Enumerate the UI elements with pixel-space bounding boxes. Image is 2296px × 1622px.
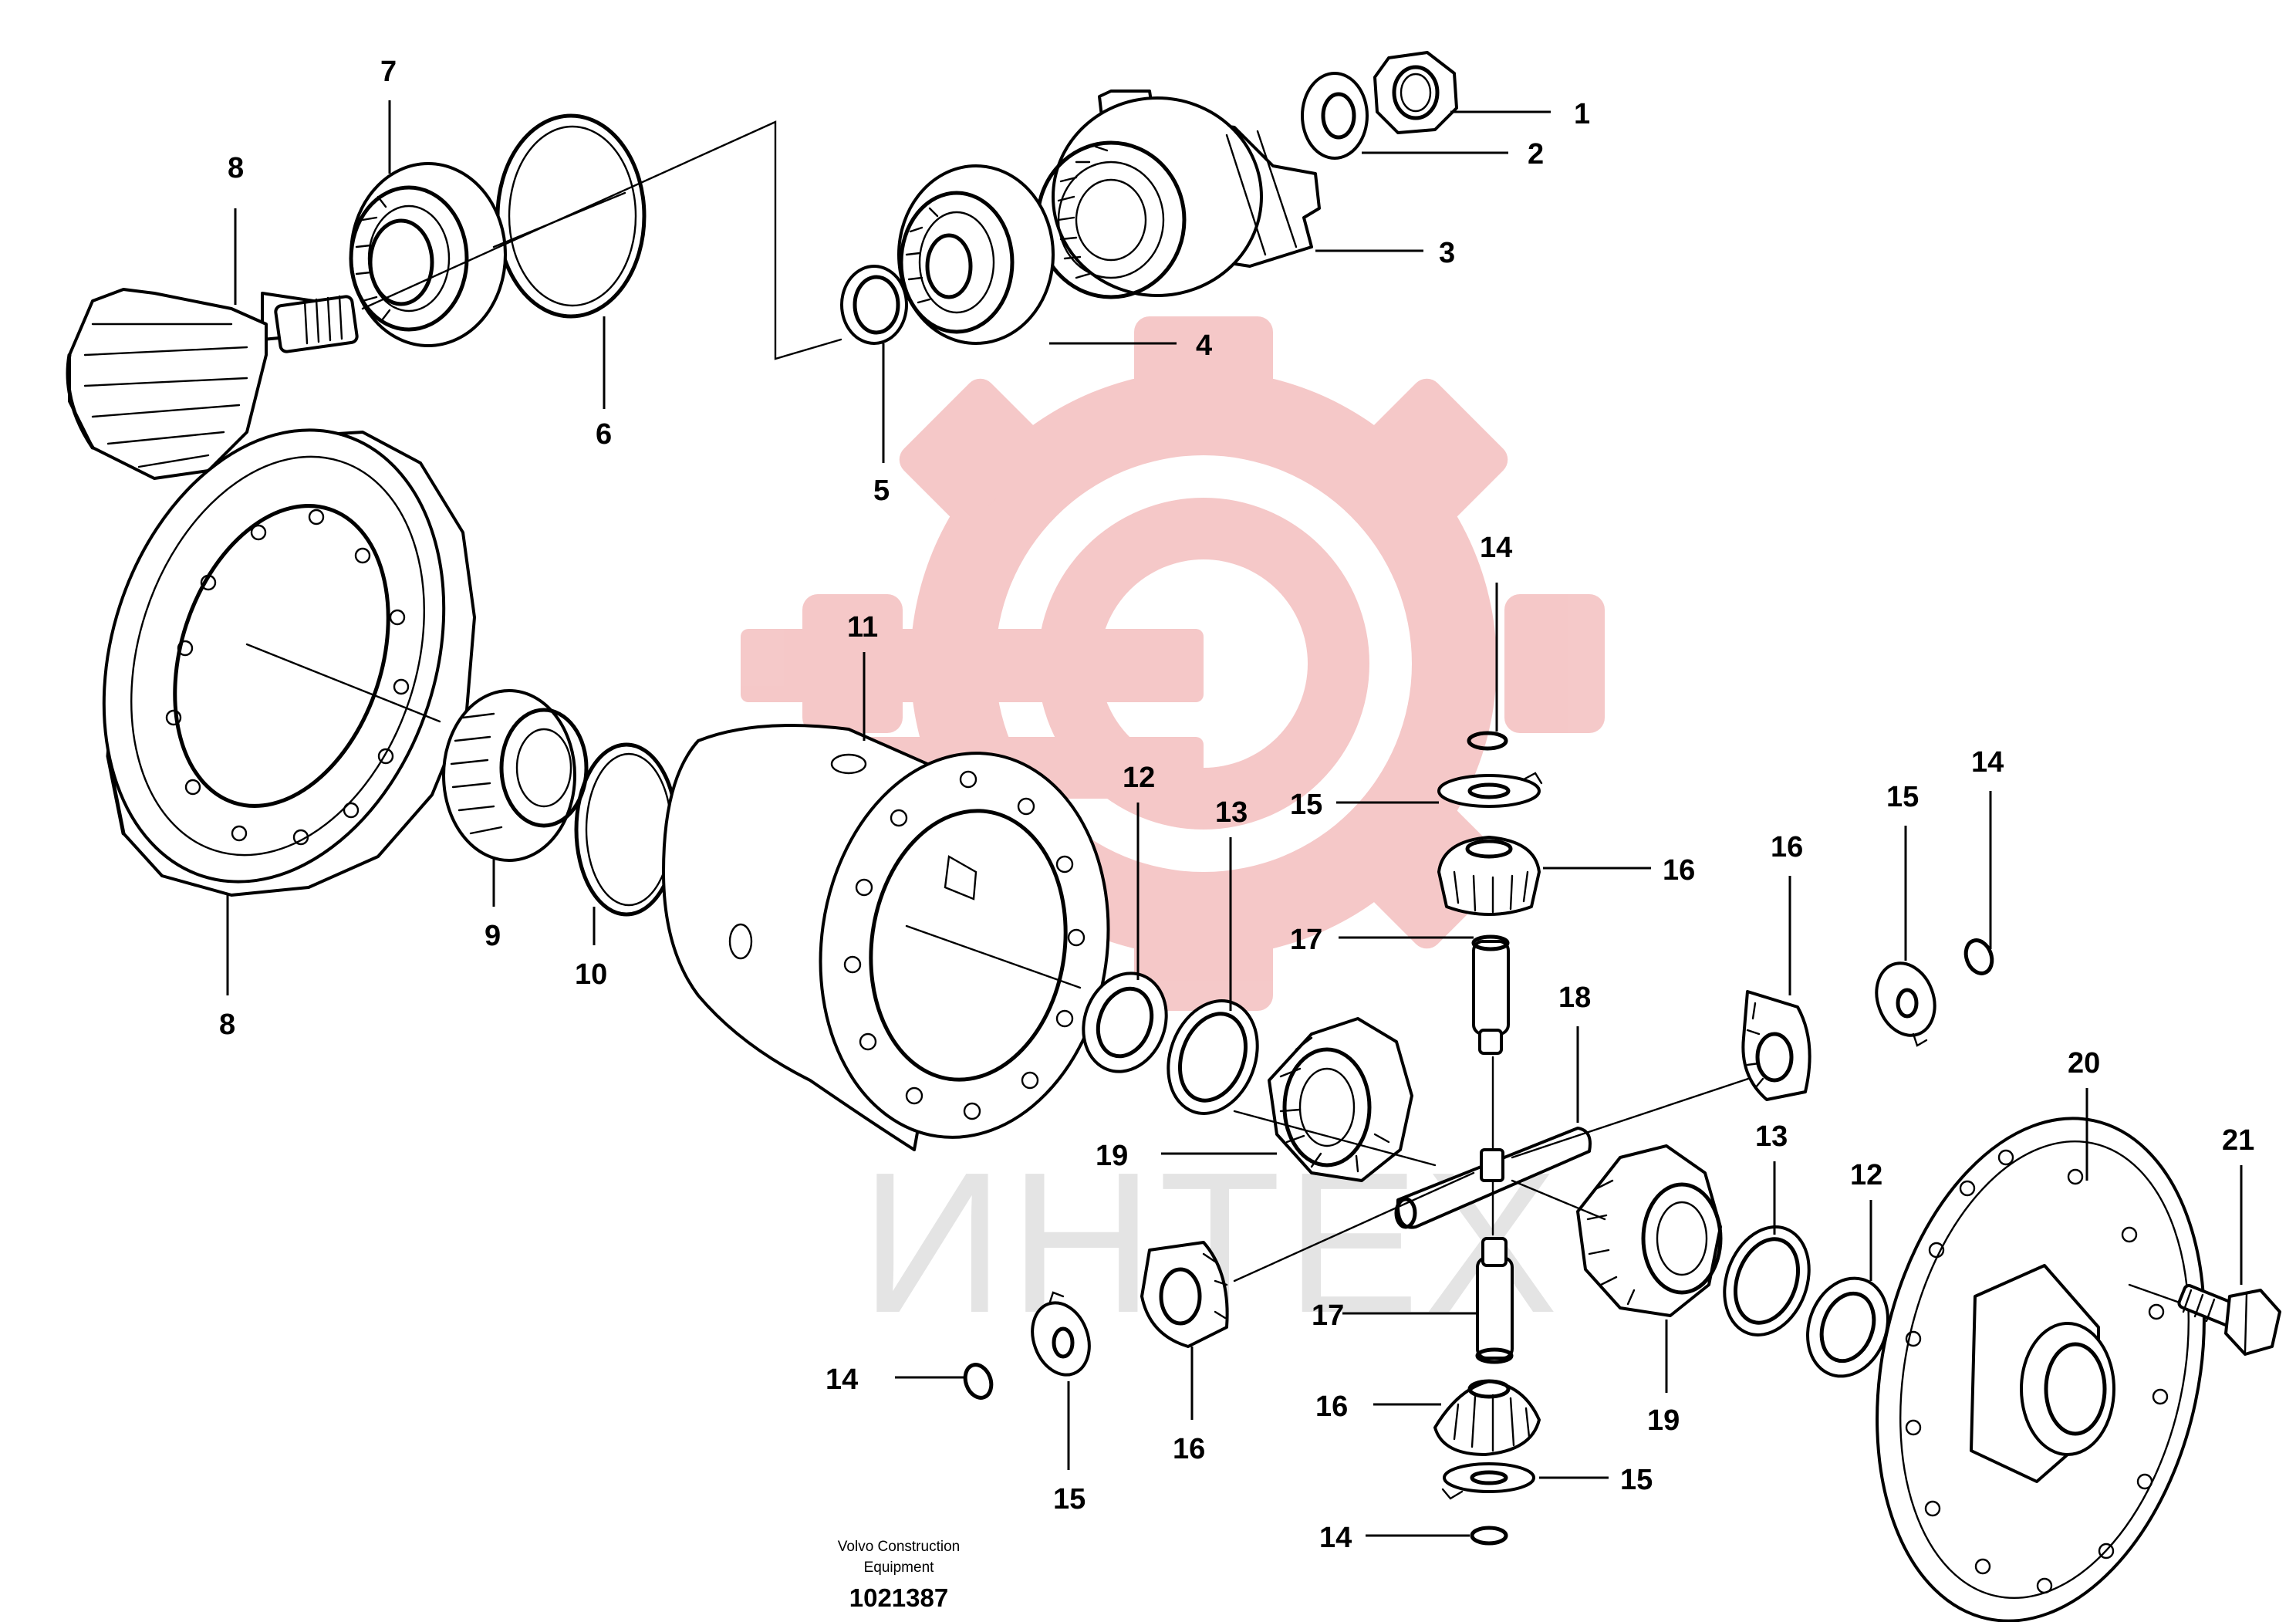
callout-13-left: 13 xyxy=(1215,796,1248,829)
part-16-spider-gear-bottom xyxy=(1433,1379,1541,1456)
callout-15-left: 15 xyxy=(1053,1483,1086,1516)
part-16-spider-gear-left xyxy=(1140,1241,1229,1348)
callout-6: 6 xyxy=(596,418,612,451)
part-11-differential-housing xyxy=(662,724,1110,1151)
part-14-circlip-left xyxy=(963,1363,994,1400)
callout-2: 2 xyxy=(1528,138,1544,171)
callout-16-bottom: 16 xyxy=(1315,1391,1348,1423)
part-18-cross-shaft xyxy=(1233,1056,1768,1282)
part-4-tapered-bearing xyxy=(897,164,1055,345)
callout-12-left: 12 xyxy=(1123,762,1155,794)
callout-16-left: 16 xyxy=(1173,1433,1205,1465)
callout-1: 1 xyxy=(1574,98,1590,130)
callout-3: 3 xyxy=(1439,237,1455,269)
part-15-washer-right xyxy=(1875,961,1936,1047)
callout-5: 5 xyxy=(873,475,890,507)
part-12-thrust-washer-left xyxy=(1082,972,1168,1073)
callout-14-bottom: 14 xyxy=(1319,1522,1352,1554)
manufacturer-line-2: Equipment xyxy=(864,1559,935,1576)
callout-18: 18 xyxy=(1558,982,1591,1014)
part-19-side-gear-right xyxy=(1576,1144,1723,1317)
part-15-washer-bottom xyxy=(1441,1462,1535,1500)
part-5-spacer-ring xyxy=(840,265,908,345)
part-8-pinion-shaft xyxy=(66,288,359,480)
part-21-bolt xyxy=(2177,1284,2281,1356)
part-16-spider-gear-top xyxy=(1437,836,1541,916)
callout-7: 7 xyxy=(380,56,397,88)
part-15-washer-left xyxy=(1031,1291,1091,1377)
callout-19-left: 19 xyxy=(1096,1140,1128,1172)
callout-leader-lines xyxy=(226,100,2243,1537)
part-13-shim-right xyxy=(1723,1225,1811,1336)
part-7-pinion-bearing xyxy=(349,162,507,347)
part-3-companion-flange xyxy=(1035,90,1321,299)
callout-8-pinion: 8 xyxy=(228,152,244,184)
callout-21: 21 xyxy=(2222,1124,2254,1157)
callout-14-top: 14 xyxy=(1480,532,1512,564)
part-14-circlip-bottom xyxy=(1470,1526,1508,1546)
part-14-circlip-top xyxy=(1467,731,1508,751)
drawing-number: 1021387 xyxy=(849,1583,948,1612)
callout-16-top: 16 xyxy=(1663,854,1695,887)
part-15-washer-top xyxy=(1437,772,1543,808)
callout-16-right: 16 xyxy=(1771,831,1803,863)
callout-17-lower: 17 xyxy=(1312,1299,1344,1332)
part-14-circlip-right xyxy=(1963,938,1994,975)
part-16-spider-gear-right xyxy=(1741,990,1811,1101)
callout-numbers: 1 2 3 4 5 6 7 8 8 9 10 11 12 12 13 13 14… xyxy=(219,56,2254,1554)
part-17-pin-lower xyxy=(1475,1237,1514,1364)
callout-19-right: 19 xyxy=(1647,1404,1680,1437)
part-1-flange-nut xyxy=(1373,51,1458,134)
callout-15-bottom: 15 xyxy=(1620,1464,1653,1496)
callout-13-right: 13 xyxy=(1755,1120,1788,1153)
callout-15-right: 15 xyxy=(1886,781,1919,813)
part-2-washer xyxy=(1301,72,1369,160)
callout-20: 20 xyxy=(2068,1047,2100,1080)
part-17-pin-upper xyxy=(1471,934,1510,1055)
drawing-footer: Volvo Construction Equipment 1021387 xyxy=(838,1539,960,1612)
callout-8-ring-gear: 8 xyxy=(219,1009,235,1041)
callout-10: 10 xyxy=(575,958,607,991)
callout-17-upper: 17 xyxy=(1290,924,1322,956)
assembly-axis-lines xyxy=(245,120,2181,1304)
part-19-side-gear-left xyxy=(1268,1017,1413,1182)
callout-12-right: 12 xyxy=(1850,1159,1882,1191)
callout-15-top: 15 xyxy=(1290,789,1322,821)
callout-9: 9 xyxy=(485,920,501,952)
callout-14-right: 14 xyxy=(1971,746,2004,779)
part-9-splined-sleeve xyxy=(442,689,589,862)
callout-14-left: 14 xyxy=(826,1363,858,1396)
callout-11: 11 xyxy=(847,611,878,644)
part-20-differential-cover xyxy=(1876,1117,2206,1622)
callout-4: 4 xyxy=(1196,329,1212,362)
part-13-shim-left xyxy=(1167,999,1259,1115)
part-10-snap-ring xyxy=(574,742,679,917)
manufacturer-line-1: Volvo Construction xyxy=(838,1539,960,1555)
part-12-thrust-washer-right xyxy=(1806,1276,1889,1378)
